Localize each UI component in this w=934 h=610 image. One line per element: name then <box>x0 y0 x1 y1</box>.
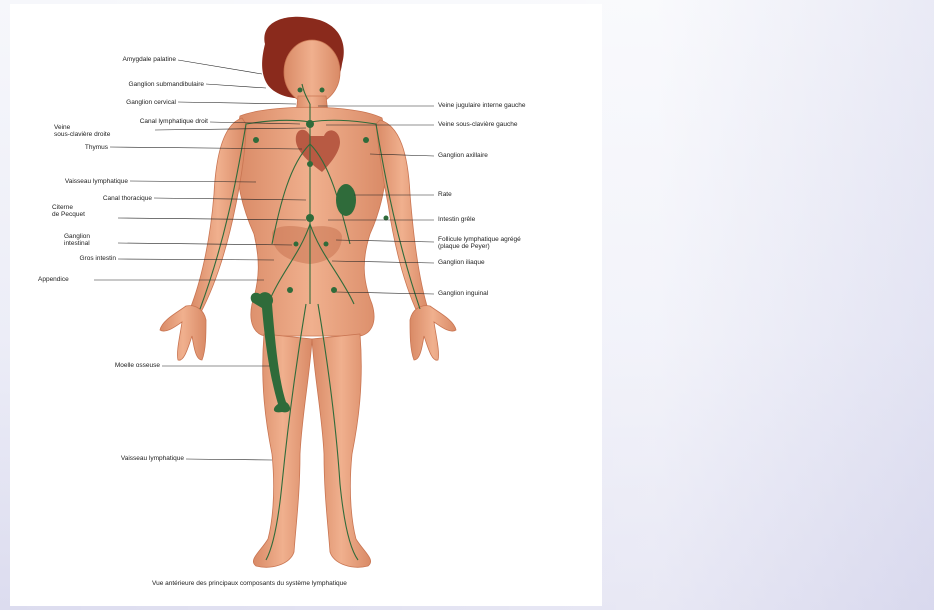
label-vaisseau-lymphatique-bas: Vaisseau lymphatique <box>50 455 184 462</box>
label-ganglion-iliaque: Ganglion iliaque <box>438 259 598 266</box>
spleen <box>336 184 356 216</box>
lymphatic-body-illustration <box>10 4 602 606</box>
figure-caption: Vue antérieure des principaux composants… <box>152 580 347 587</box>
lymphatic-system-poster: Amygdale palatine Ganglion submandibulai… <box>10 4 602 606</box>
label-moelle-osseuse: Moelle osseuse <box>50 362 160 369</box>
label-canal-thoracique: Canal thoracique <box>14 195 152 202</box>
label-veine-jugulaire: Veine jugulaire interne gauche <box>438 102 598 109</box>
label-cervical: Ganglion cervical <box>50 99 176 106</box>
label-citerne-de-pecquet: Citerne de Pecquet <box>52 204 112 218</box>
label-ganglion-intestinal: Ganglion intestinal <box>64 233 124 247</box>
label-vaisseau-lymphatique-haut: Vaisseau lymphatique <box>14 178 128 185</box>
label-intestin-grele: Intestin grêle <box>438 216 598 223</box>
label-rate: Rate <box>438 191 598 198</box>
label-amygdale: Amygdale palatine <box>50 56 176 63</box>
label-ganglion-axillaire: Ganglion axillaire <box>438 152 598 159</box>
label-gros-intestin: Gros intestin <box>14 255 116 262</box>
label-appendice: Appendice <box>38 276 98 283</box>
label-ganglion-inguinal: Ganglion inguinal <box>438 290 598 297</box>
label-submandibulaire: Ganglion submandibulaire <box>50 81 204 88</box>
label-thymus: Thymus <box>50 144 108 151</box>
label-follicule-lymphatique: Follicule lymphatique agrégé (plaque de … <box>438 236 598 250</box>
label-veine-sous-claviere-gauche: Veine sous-clavière gauche <box>438 121 598 128</box>
label-veine-sous-claviere-droite: Veine sous-clavière droite <box>54 124 164 138</box>
